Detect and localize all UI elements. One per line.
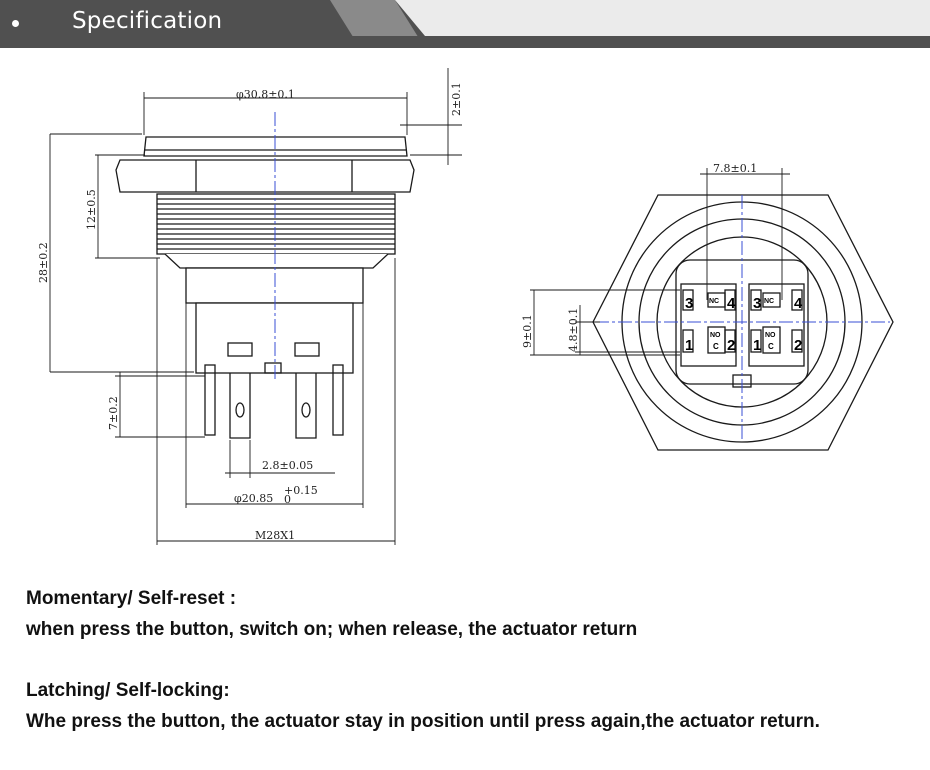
no-label-right: NO	[765, 332, 776, 339]
technical-drawing: φ30.8±0.1 2±0.1 28±0.2 12±0.5 7±0.2 2.8±…	[37, 68, 894, 545]
dim-total-length: 28±0.2	[37, 242, 50, 283]
pin-3-left: 3	[685, 295, 693, 312]
pin-2-left: 2	[727, 337, 735, 354]
latching-text: Whe press the button, the actuator stay …	[26, 711, 820, 732]
c-label-right: C	[768, 342, 774, 351]
dim-thread-spec: M28X1	[255, 529, 295, 542]
no-terminal-right	[762, 326, 781, 354]
banner-background	[0, 0, 930, 48]
bottom-centerlines	[595, 195, 890, 440]
pin-1-left: 1	[685, 337, 693, 354]
thread-lines	[157, 198, 395, 250]
pin-1-right: 1	[753, 337, 761, 354]
header-banner: Specification	[0, 0, 930, 48]
nc-terminal-right	[762, 292, 781, 308]
dim-terminal-width: 2.8±0.05	[262, 459, 313, 472]
latching-title: Latching/ Self-locking:	[26, 680, 230, 701]
side-view	[115, 136, 415, 439]
dim-body-tol-minus: 0	[284, 493, 291, 506]
dim-head-diameter: φ30.8±0.1	[236, 88, 295, 101]
momentary-title: Momentary/ Self-reset :	[26, 588, 237, 609]
pin-3-right: 3	[753, 295, 761, 312]
nc-label-right: NC	[764, 298, 774, 305]
dim-pin-spacing-v2: 4.8±0.1	[567, 308, 580, 352]
c-label-left: C	[713, 342, 719, 351]
side-dimension-lines	[49, 68, 462, 545]
no-label-left: NO	[710, 332, 721, 339]
bottom-dimension-lines	[530, 168, 790, 356]
nc-label-left: NC	[709, 298, 719, 305]
dim-head-height: 2±0.1	[450, 82, 463, 116]
dim-pin-spacing-h: 7.8±0.1	[713, 162, 757, 175]
bullet-icon	[12, 20, 19, 27]
dim-thread-length: 12±0.5	[85, 189, 98, 230]
dim-body-diameter: φ20.85	[234, 492, 273, 505]
dim-body-tol-plus: +0.15	[284, 484, 318, 497]
page-title: Specification	[72, 8, 223, 34]
pin-2-right: 2	[794, 337, 802, 354]
pin-labels: 3 4 1 2 3 4 1 2 NC NO C NC NO C	[685, 295, 803, 354]
dim-terminal-length: 7±0.2	[107, 396, 120, 430]
pin-4-left: 4	[727, 295, 736, 312]
dim-pin-spacing-v1: 9±0.1	[521, 314, 534, 348]
pin-4-right: 4	[794, 295, 803, 312]
momentary-text: when press the button, switch on; when r…	[26, 619, 638, 640]
